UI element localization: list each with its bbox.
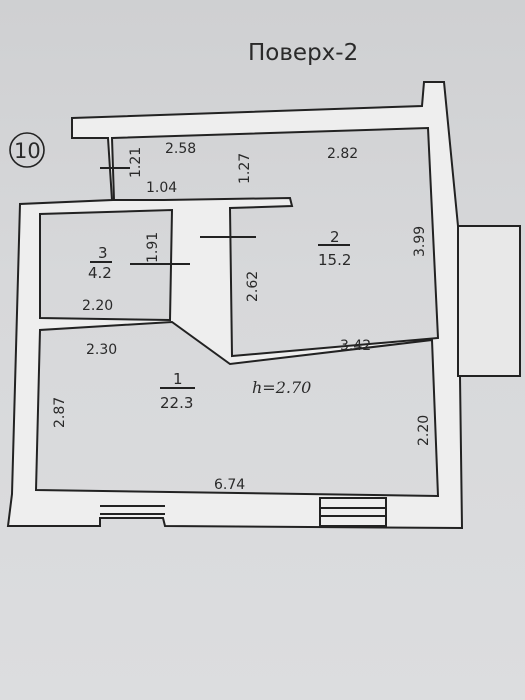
dimension-label: 1.91 <box>145 232 161 263</box>
floor-label: Поверх-2 <box>248 40 358 66</box>
unit-number: 10 <box>14 139 41 163</box>
room-2-area: 15.2 <box>318 251 351 269</box>
window <box>319 497 387 527</box>
dimension-label: 1.21 <box>128 147 144 178</box>
dimension-label: 2.82 <box>327 146 358 162</box>
dimension-label: 1.27 <box>237 153 253 184</box>
outer-wall <box>6 81 464 530</box>
dimension-label: 3.99 <box>412 226 428 257</box>
room-1-area: 22.3 <box>160 394 193 412</box>
room-1-number: 1 <box>173 370 183 388</box>
room-2-number: 2 <box>330 228 340 246</box>
room-3-area: 4.2 <box>88 264 112 282</box>
dimension-label: 3.42 <box>340 338 371 354</box>
unit-number-circle <box>9 132 45 168</box>
dimension-label: 2.20 <box>82 298 113 314</box>
dimension-label: 2.30 <box>86 342 117 358</box>
ceiling-height: h=2.70 <box>252 378 311 397</box>
dimension-label: 2.58 <box>165 141 196 157</box>
dimension-label: 2.87 <box>52 397 68 428</box>
dimension-label: 2.62 <box>245 271 261 302</box>
balcony <box>457 225 521 377</box>
dimension-label: 1.04 <box>146 180 177 196</box>
dimension-label: 6.74 <box>214 477 245 493</box>
room-3-number: 3 <box>98 244 108 262</box>
dimension-label: 2.20 <box>416 415 432 446</box>
